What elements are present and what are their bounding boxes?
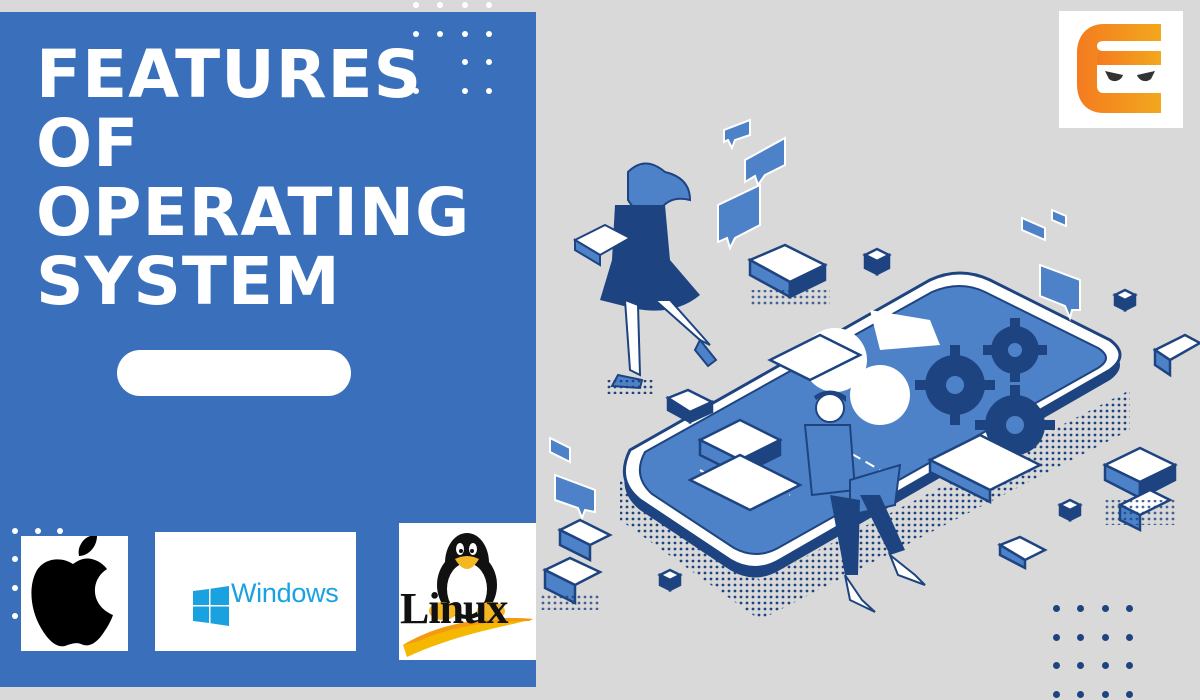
person-man-laptop-icon	[803, 390, 926, 613]
isometric-illustration	[540, 118, 1200, 620]
chat-bubble-icon	[549, 118, 1081, 521]
title-line-2: OF	[36, 105, 140, 182]
windows-wordmark: Windows	[231, 578, 339, 608]
tux-penguin-icon	[403, 533, 533, 657]
title-line-3: OPERATING	[36, 174, 471, 251]
cube-icon	[687, 333, 1043, 512]
linux-wordmark: Linux	[400, 584, 509, 633]
title-line-4: SYSTEM	[36, 243, 341, 320]
person-woman-icon	[572, 162, 718, 390]
windows-icon	[193, 586, 229, 626]
windows-logo-card: Windows	[155, 532, 356, 651]
apple-logo-card	[21, 536, 128, 651]
c-ninja-icon	[1077, 24, 1161, 113]
gear-icon	[915, 318, 1055, 465]
brand-logo[interactable]	[1059, 11, 1183, 128]
small-cube-icon	[542, 243, 1200, 606]
apple-icon	[31, 536, 113, 647]
page-title: FEATURES OF OPERATING SYSTEM	[36, 40, 470, 316]
title-line-1: FEATURES	[36, 36, 423, 113]
linux-logo-card: Linux	[399, 523, 536, 660]
cta-pill-button[interactable]	[117, 350, 351, 396]
